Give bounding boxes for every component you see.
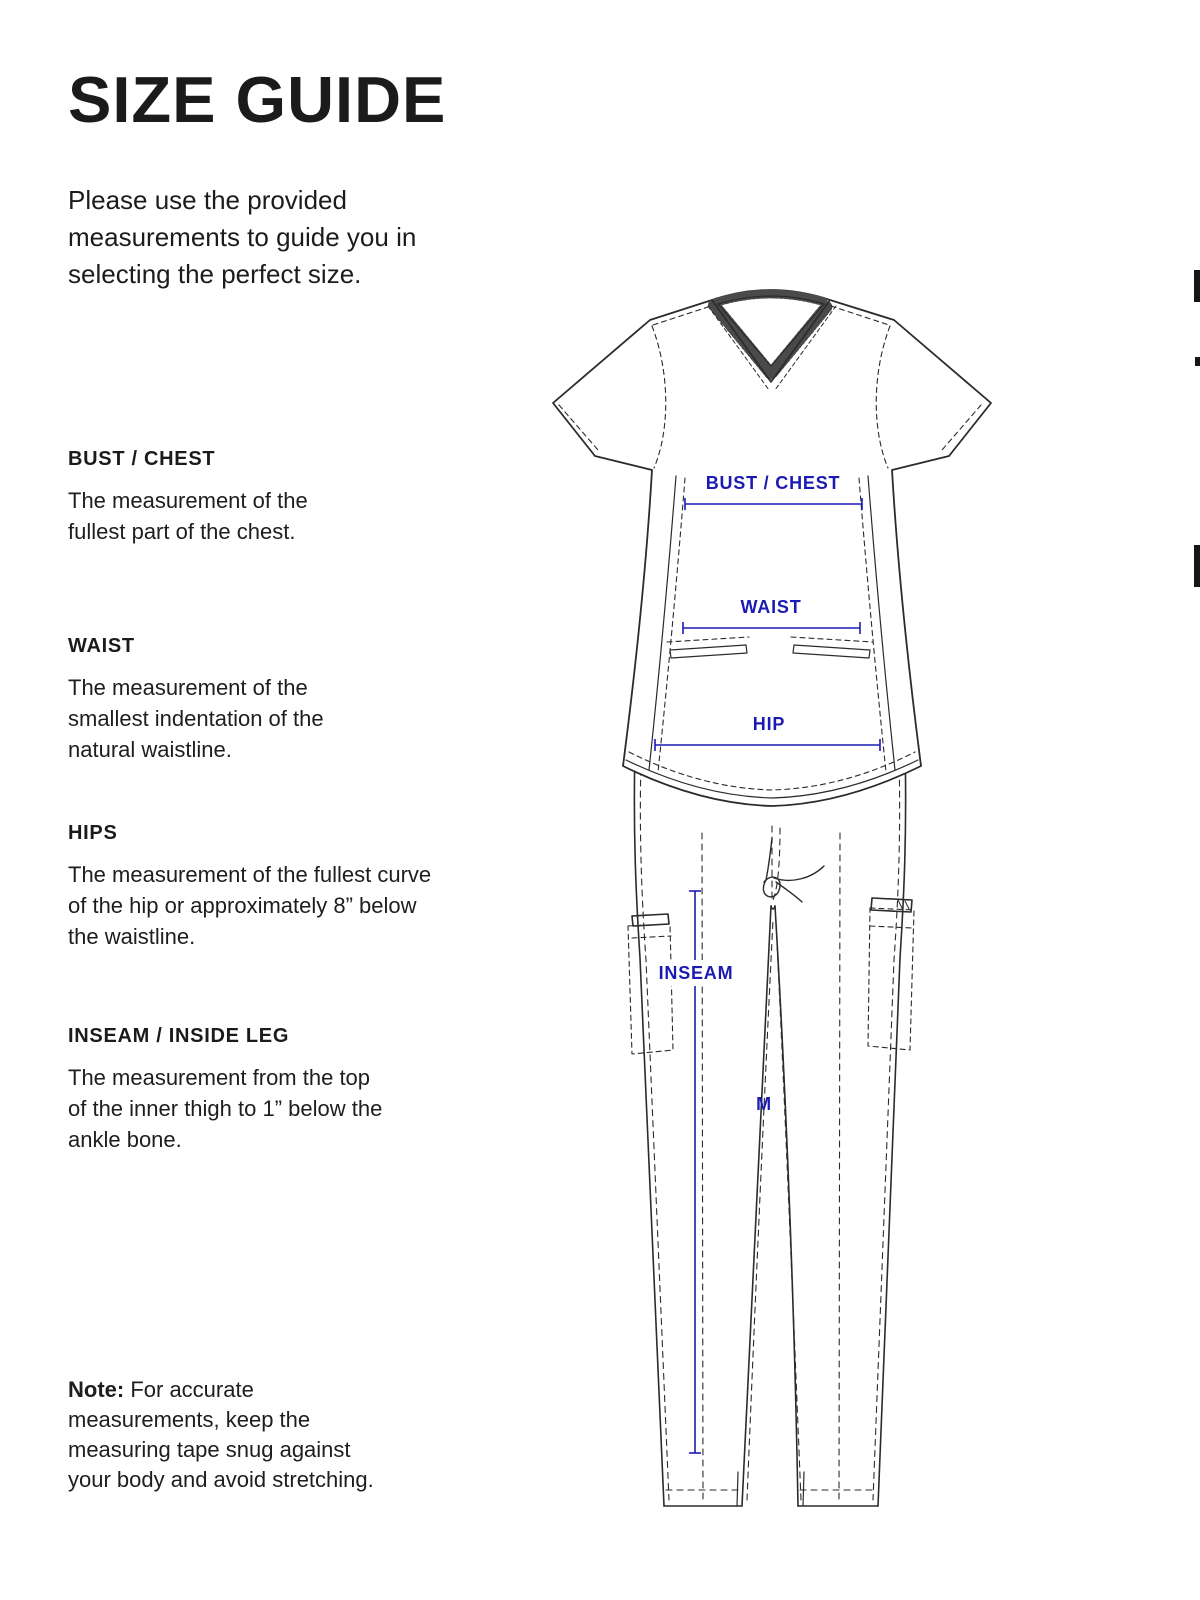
scrub-pants-illustration [627, 745, 915, 1507]
section-inseam: INSEAM / INSIDE LEG The measurement from… [68, 1025, 386, 1155]
section-body-inseam: The measurement from the top of the inne… [68, 1065, 383, 1152]
note-body: For accurate measurements, keep the meas… [68, 1377, 374, 1492]
top-seams [625, 475, 919, 799]
section-body-waist: The measurement of the smallest indentat… [68, 675, 324, 762]
bust-measure-line [684, 498, 863, 510]
waist-label: WAIST [741, 597, 802, 617]
section-heading-bust: BUST / CHEST [68, 448, 216, 470]
page-title: SIZE GUIDE [68, 63, 447, 136]
section-bust-chest: BUST / CHEST The measurement of the full… [68, 448, 358, 547]
note-label: Note: [68, 1377, 125, 1402]
edge-artifact [1195, 357, 1200, 366]
edge-artifact [1194, 545, 1200, 587]
cargo-pocket-left [627, 913, 674, 1055]
edge-artifact [1194, 270, 1200, 302]
scrub-top-illustration [552, 289, 992, 807]
section-body-bust: The measurement of the fullest part of t… [68, 488, 308, 544]
intro-text: Please use the provided measurements to … [68, 185, 417, 289]
garment-measurement-diagram: BUST / CHEST WAIST HIP [540, 278, 1000, 1528]
hip-measure-line [654, 739, 881, 751]
section-heading-waist: WAIST [68, 635, 135, 657]
welt-pockets [669, 644, 871, 659]
note-text: Note: For accurate measurements, keep th… [68, 1375, 384, 1495]
scrubs-technical-flat: BUST / CHEST WAIST HIP [552, 289, 992, 1507]
pants-stitch-lines [639, 757, 901, 1501]
inseam-label: INSEAM [659, 963, 734, 983]
section-body-hips: The measurement of the fullest curve of … [68, 862, 432, 949]
hip-label: HIP [753, 714, 785, 734]
waist-measure-line [682, 622, 861, 634]
section-waist: WAIST The measurement of the smallest in… [68, 635, 373, 765]
section-heading-hips: HIPS [68, 822, 118, 844]
inseam-label-backdrop [650, 960, 742, 986]
section-hips: HIPS The measurement of the fullest curv… [68, 822, 440, 952]
v-neck-collar [707, 289, 837, 391]
section-heading-inseam: INSEAM / INSIDE LEG [68, 1025, 290, 1047]
cargo-pocket-right [867, 897, 915, 1051]
top-stitch-lines [558, 305, 982, 791]
size-marker-label: M [756, 1094, 772, 1114]
bust-chest-label: BUST / CHEST [706, 473, 841, 493]
measurement-annotations: BUST / CHEST WAIST HIP [650, 473, 881, 1454]
